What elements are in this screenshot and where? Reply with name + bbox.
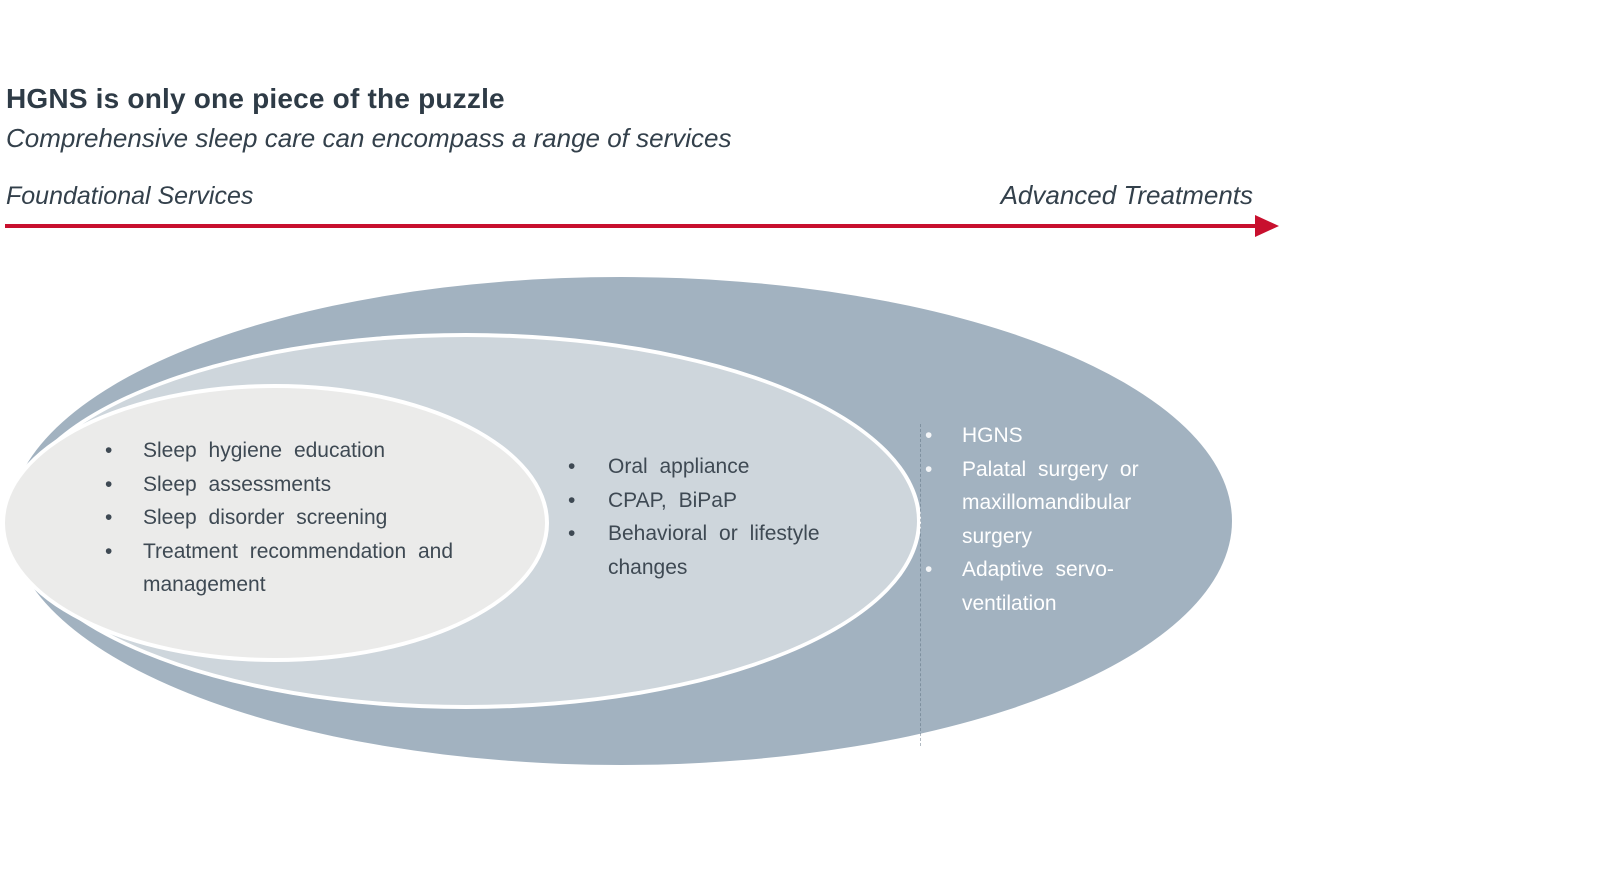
gradient-arrow-head-icon: [1255, 215, 1279, 237]
page-subtitle: Comprehensive sleep care can encompass a…: [6, 123, 732, 153]
list-item: Treatment recommendation and management: [95, 535, 495, 602]
list-item-text: Sleep assessments: [143, 472, 332, 496]
advanced-treatments-list: HGNS Palatal surgery or maxillomandibula…: [915, 419, 1153, 620]
axis-right-label: Advanced Treatments: [1000, 180, 1253, 210]
list-item: Palatal surgery or maxillomandibular sur…: [915, 453, 1153, 554]
list-item: Oral appliance: [558, 450, 845, 484]
list-item-text: CPAP, BiPaP: [608, 488, 737, 512]
list-item-text: Sleep hygiene education: [143, 439, 386, 462]
list-item-text: Palatal surgery or maxillomandibular sur…: [962, 457, 1139, 548]
list-item: HGNS: [915, 419, 1153, 453]
foundational-services-list: Sleep hygiene education Sleep assessment…: [95, 434, 495, 602]
list-item-text: Adaptive servo-ventilation: [962, 558, 1114, 615]
list-item-text: Oral appliance: [608, 455, 750, 478]
list-item: Adaptive servo-ventilation: [915, 553, 1153, 620]
list-item-text: Sleep disorder screening: [143, 506, 388, 529]
list-item-text: HGNS: [962, 424, 1023, 447]
gradient-arrow-line: [5, 224, 1257, 228]
list-item: Sleep assessments: [95, 468, 495, 502]
list-item-text: Treatment recommendation and management: [143, 539, 454, 597]
list-item: Sleep disorder screening: [95, 501, 495, 535]
list-item: Behavioral or lifestyle changes: [558, 517, 845, 584]
intermediate-treatments-list: Oral appliance CPAP, BiPaP Behavioral or…: [558, 450, 845, 584]
page-title: HGNS is only one piece of the puzzle: [6, 83, 505, 114]
axis-left-label: Foundational Services: [6, 182, 254, 210]
list-item: Sleep hygiene education: [95, 434, 495, 468]
list-item: CPAP, BiPaP: [558, 484, 845, 518]
list-item-text: Behavioral or lifestyle changes: [608, 522, 820, 579]
